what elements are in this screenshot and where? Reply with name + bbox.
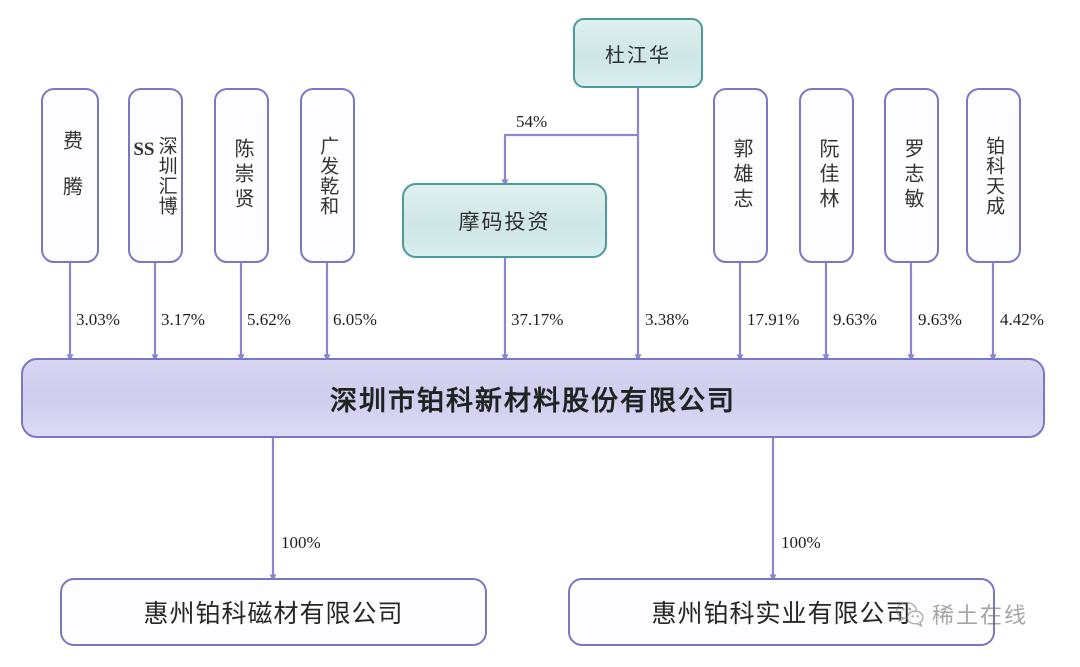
entity-label-moma-touzi: 摩码投资 — [458, 209, 551, 234]
pct-label-to-shiye: 100% — [781, 533, 821, 552]
shareholder-label-boke-tiancheng: 铂科天成 — [983, 135, 1005, 216]
pct-label-chen-chongxian: 5.62% — [247, 310, 291, 329]
pct-label-du-jianghua-direct: 3.38% — [645, 310, 689, 329]
subsidiary-box-huizhou-boke-cicai[interactable]: 惠州铂科磁材有限公司 — [60, 578, 487, 646]
pct-label-fei-teng: 3.03% — [76, 310, 120, 329]
pct-label-moma-touzi: 37.17% — [511, 310, 564, 329]
entity-box-moma-touzi[interactable]: 摩码投资 — [402, 183, 607, 258]
pct-label-guo-xiongzhi: 17.91% — [747, 310, 800, 329]
shareholder-label-guangfa-qianhe: 广发乾和 — [317, 135, 339, 216]
entity-box-du-jianghua[interactable]: 杜江华 — [573, 18, 703, 88]
shareholder-label-suffix-ss: SS — [133, 138, 155, 160]
shareholder-label-fei-teng: 费腾 — [59, 129, 82, 222]
entity-label-du-jianghua: 杜江华 — [605, 44, 671, 67]
shareholder-label-guo-xiongzhi: 郭雄志 — [730, 138, 752, 213]
shareholder-box-guo-xiongzhi[interactable]: 郭雄志 — [713, 88, 768, 263]
subsidiary-label-huizhou-boke-cicai: 惠州铂科磁材有限公司 — [143, 601, 404, 628]
pct-label-du-jianghua-to-moma: 54% — [516, 112, 548, 131]
pct-label-to-cicai: 100% — [281, 533, 321, 552]
edge-du-jianghua-to-moma — [501, 133, 638, 187]
pct-label-luo-zhimin: 9.63% — [918, 310, 962, 329]
shareholder-box-chen-chongxian[interactable]: 陈崇贤 — [214, 88, 269, 263]
main-company-box[interactable]: 深圳市铂科新材料股份有限公司 — [21, 358, 1045, 438]
shareholder-box-luo-zhimin[interactable]: 罗志敏 — [884, 88, 939, 263]
shareholder-label-ruan-jialin: 阮佳林 — [816, 138, 838, 213]
pct-label-guangfa-qianhe: 6.05% — [333, 310, 377, 329]
shareholder-box-guangfa-qianhe[interactable]: 广发乾和 — [300, 88, 355, 263]
shareholder-box-ruan-jialin[interactable]: 阮佳林 — [799, 88, 854, 263]
main-company-label: 深圳市铂科新材料股份有限公司 — [330, 385, 736, 416]
shareholder-box-fei-teng[interactable]: 费腾 — [41, 88, 99, 263]
shareholder-label-luo-zhimin: 罗志敏 — [901, 138, 923, 213]
pct-label-ruan-jialin: 9.63% — [833, 310, 877, 329]
pct-label-boke-tiancheng: 4.42% — [1000, 310, 1044, 329]
subsidiary-box-huizhou-boke-shiye[interactable]: 惠州铂科实业有限公司 — [568, 578, 995, 646]
subsidiary-label-huizhou-boke-shiye: 惠州铂科实业有限公司 — [651, 601, 912, 628]
shareholder-label-chen-chongxian: 陈崇贤 — [231, 138, 253, 213]
pct-label-shenzhen-huibo: 3.17% — [161, 310, 205, 329]
shareholder-box-boke-tiancheng[interactable]: 铂科天成 — [966, 88, 1021, 263]
